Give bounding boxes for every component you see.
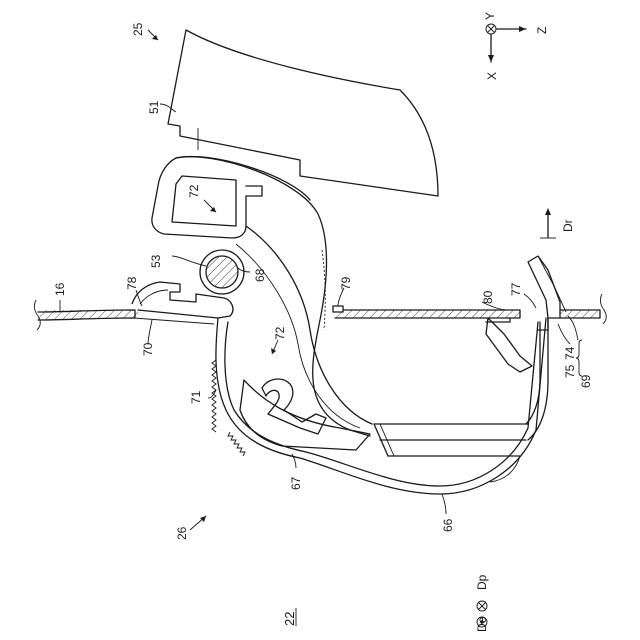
ref-66: 66	[441, 518, 455, 532]
ref-25: 25	[131, 22, 145, 36]
ref-72-upper: 72	[187, 184, 201, 198]
component-51	[168, 30, 438, 196]
clip-profile-72	[262, 379, 326, 434]
ref-67: 67	[289, 476, 303, 490]
ref-75: 75	[563, 364, 577, 378]
ref-68: 68	[253, 268, 267, 282]
legend-dp-label: Dp	[475, 574, 489, 590]
ref-71: 71	[189, 390, 203, 404]
ref-80: 80	[481, 290, 495, 304]
panel-16	[34, 294, 606, 330]
ref-79: 79	[339, 276, 353, 290]
ref-77: 77	[509, 282, 523, 296]
axis-label-x: X	[485, 72, 499, 80]
figure-number-label: 22	[282, 612, 297, 626]
ref-16: 16	[53, 282, 67, 296]
dr-direction-arrow: Dr	[540, 208, 575, 238]
dr-label: Dr	[561, 219, 575, 232]
axis-label-z: Z	[535, 27, 549, 34]
figure-number: 22	[282, 608, 297, 626]
ref-78: 78	[125, 276, 139, 290]
bracket-72-upper	[152, 156, 310, 238]
hook-70	[132, 282, 233, 324]
axis-indicator: Y Z X	[483, 12, 549, 80]
direction-legend: Dp De	[475, 574, 489, 632]
ref-74: 74	[563, 346, 577, 360]
ref-70: 70	[141, 342, 155, 356]
ref-51: 51	[147, 100, 161, 114]
axis-label-y: Y	[483, 12, 497, 20]
pin-68	[200, 250, 244, 294]
ref-72-lower: 72	[273, 326, 287, 340]
holder-body	[176, 157, 548, 494]
ref-69: 69	[579, 374, 593, 388]
ref-53: 53	[149, 254, 163, 268]
ref-26: 26	[175, 526, 189, 540]
